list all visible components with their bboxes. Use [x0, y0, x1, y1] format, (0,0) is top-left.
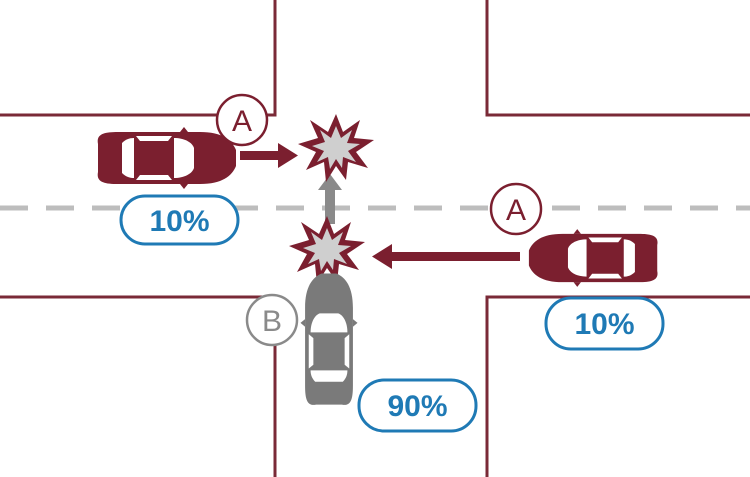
- svg-text:A: A: [506, 194, 526, 227]
- svg-text:A: A: [232, 105, 252, 138]
- party-label-a-top: A: [215, 93, 269, 147]
- arrow-a-right: [372, 244, 520, 269]
- car-a-left-icon: [97, 127, 236, 189]
- arrow-b-up: [318, 174, 342, 224]
- road-edge-top-left: [0, 0, 277, 117]
- road-edge-top-right: [485, 0, 750, 117]
- fault-badge-a-right: 10%: [544, 296, 665, 351]
- party-label-a-right: A: [489, 182, 543, 236]
- arrow-a-top: [240, 143, 298, 168]
- collision-icon: [298, 114, 374, 182]
- car-b-icon: [300, 273, 358, 405]
- fault-badge-b: 90%: [357, 378, 478, 433]
- svg-text:10%: 10%: [149, 205, 209, 238]
- svg-text:B: B: [262, 305, 282, 338]
- fault-badge-a-left: 10%: [119, 194, 240, 246]
- road-edge-bottom-right: [485, 295, 750, 477]
- svg-text:90%: 90%: [387, 390, 447, 423]
- svg-text:10%: 10%: [574, 308, 634, 341]
- car-a-right-icon: [528, 229, 658, 287]
- party-label-b: B: [245, 293, 299, 347]
- road-edge-bottom-left: [0, 295, 277, 477]
